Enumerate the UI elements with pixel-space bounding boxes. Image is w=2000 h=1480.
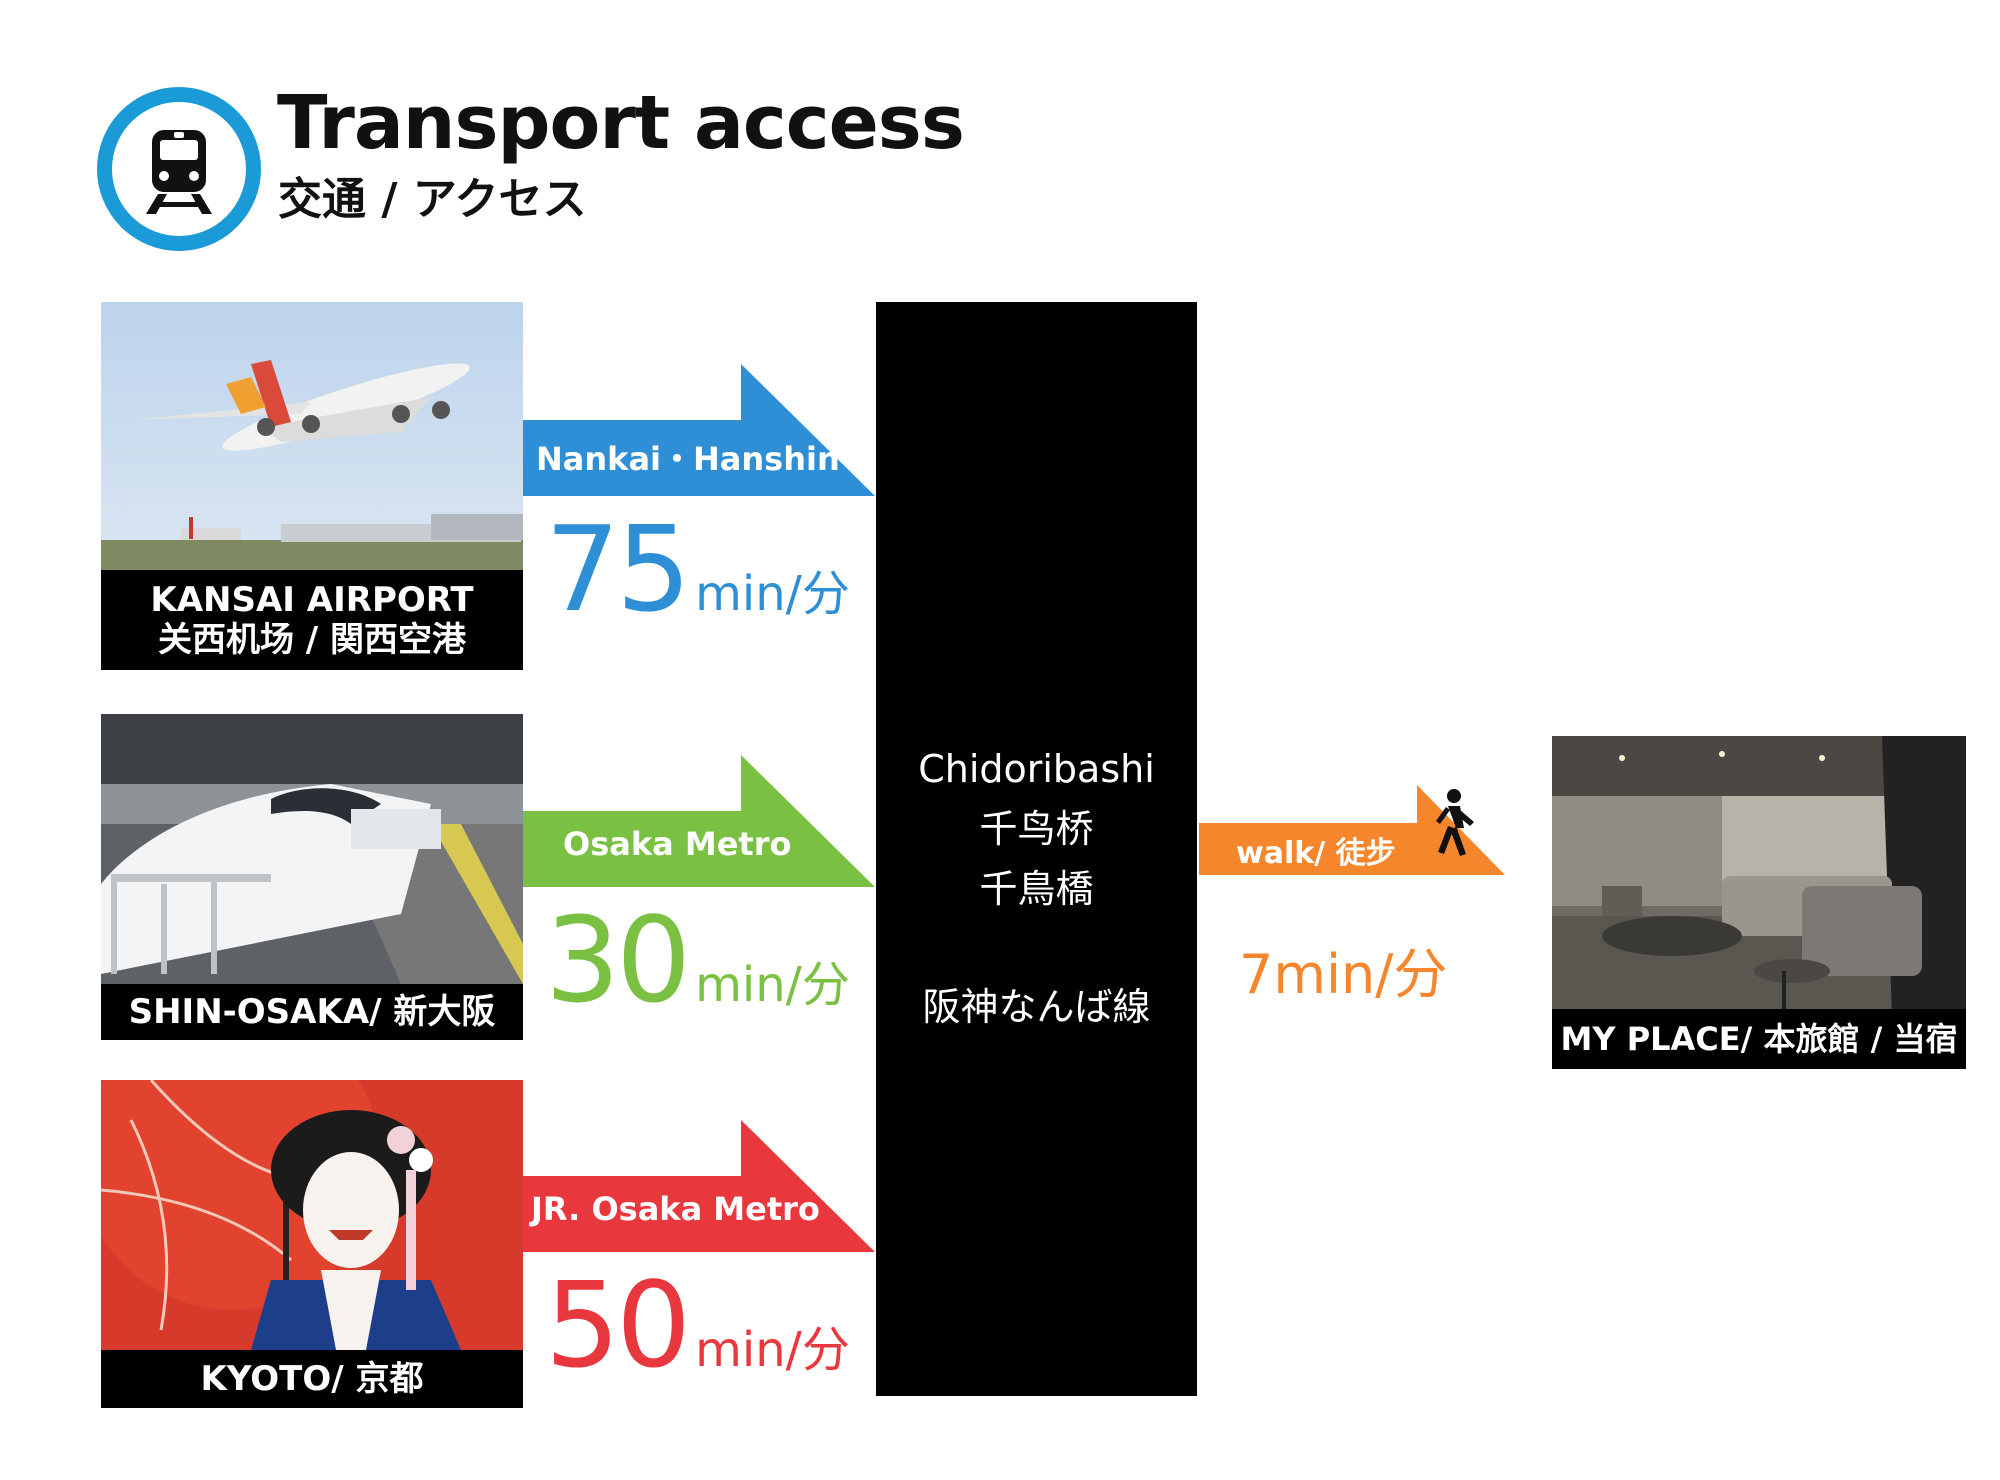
route-label-shin-osaka: Osaka Metro [563,825,792,863]
station-name-cn: 千鸟桥 [979,807,1094,851]
station-name-jp: 千鳥橋 [979,867,1094,911]
minutes-kyoto: 50 [545,1256,691,1394]
kyoto-caption: KYOTO/ 京都 [101,1350,523,1408]
shin-osaka-caption: SHIN-OSAKA/ 新大阪 [101,984,523,1040]
airplane-photo [101,302,523,572]
shinkansen-photo [101,714,523,984]
geisha-photo [101,1080,523,1350]
walk-label: walk/ 徒步 [1236,836,1396,871]
station-line: 阪神なんば線 [922,985,1151,1029]
shin-osaka-card: SHIN-OSAKA/ 新大阪 [101,714,523,1040]
station-block: Chidoribashi 千鸟桥 千鳥橋 阪神なんば線 [876,302,1197,1396]
kansai-caption-line1: KANSAI AIRPORT [150,580,474,620]
kyoto-card: KYOTO/ 京都 [101,1080,523,1408]
station-name-en: Chidoribashi [918,747,1155,791]
walk-arrow: walk/ 徒步 [1199,785,1505,875]
route-label-kyoto: JR. Osaka Metro [531,1190,820,1228]
kansai-airport-card: KANSAI AIRPORT 关西机场 / 関西空港 [101,302,523,670]
kansai-caption-line2: 关西机场 / 関西空港 [157,620,467,660]
page-subtitle: 交通 / アクセス [278,174,587,225]
train-logo [97,87,261,251]
walking-person-icon [1436,789,1474,856]
minutes-shin-osaka: 30 [545,891,691,1029]
unit-kansai: min/分 [695,566,850,622]
unit-shin-osaka: min/分 [695,957,850,1013]
page-title: Transport access [277,80,965,166]
unit-kyoto: min/分 [695,1322,850,1378]
route-arrow-shin-osaka: Osaka Metro [523,755,875,887]
route-arrow-kyoto: JR. Osaka Metro [523,1120,875,1252]
train-icon [146,130,212,214]
walk-time: 7min/分 [1239,943,1448,1006]
route-arrow-kansai: Nankai・Hanshin [523,364,875,496]
living-room-photo [1552,736,1966,1016]
route-label-kansai: Nankai・Hanshin [536,440,840,478]
my-place-caption: MY PLACE/ 本旅館 / 当宿 [1552,1009,1966,1069]
my-place-card: MY PLACE/ 本旅館 / 当宿 [1552,736,1966,1069]
minutes-kansai: 75 [545,500,691,638]
